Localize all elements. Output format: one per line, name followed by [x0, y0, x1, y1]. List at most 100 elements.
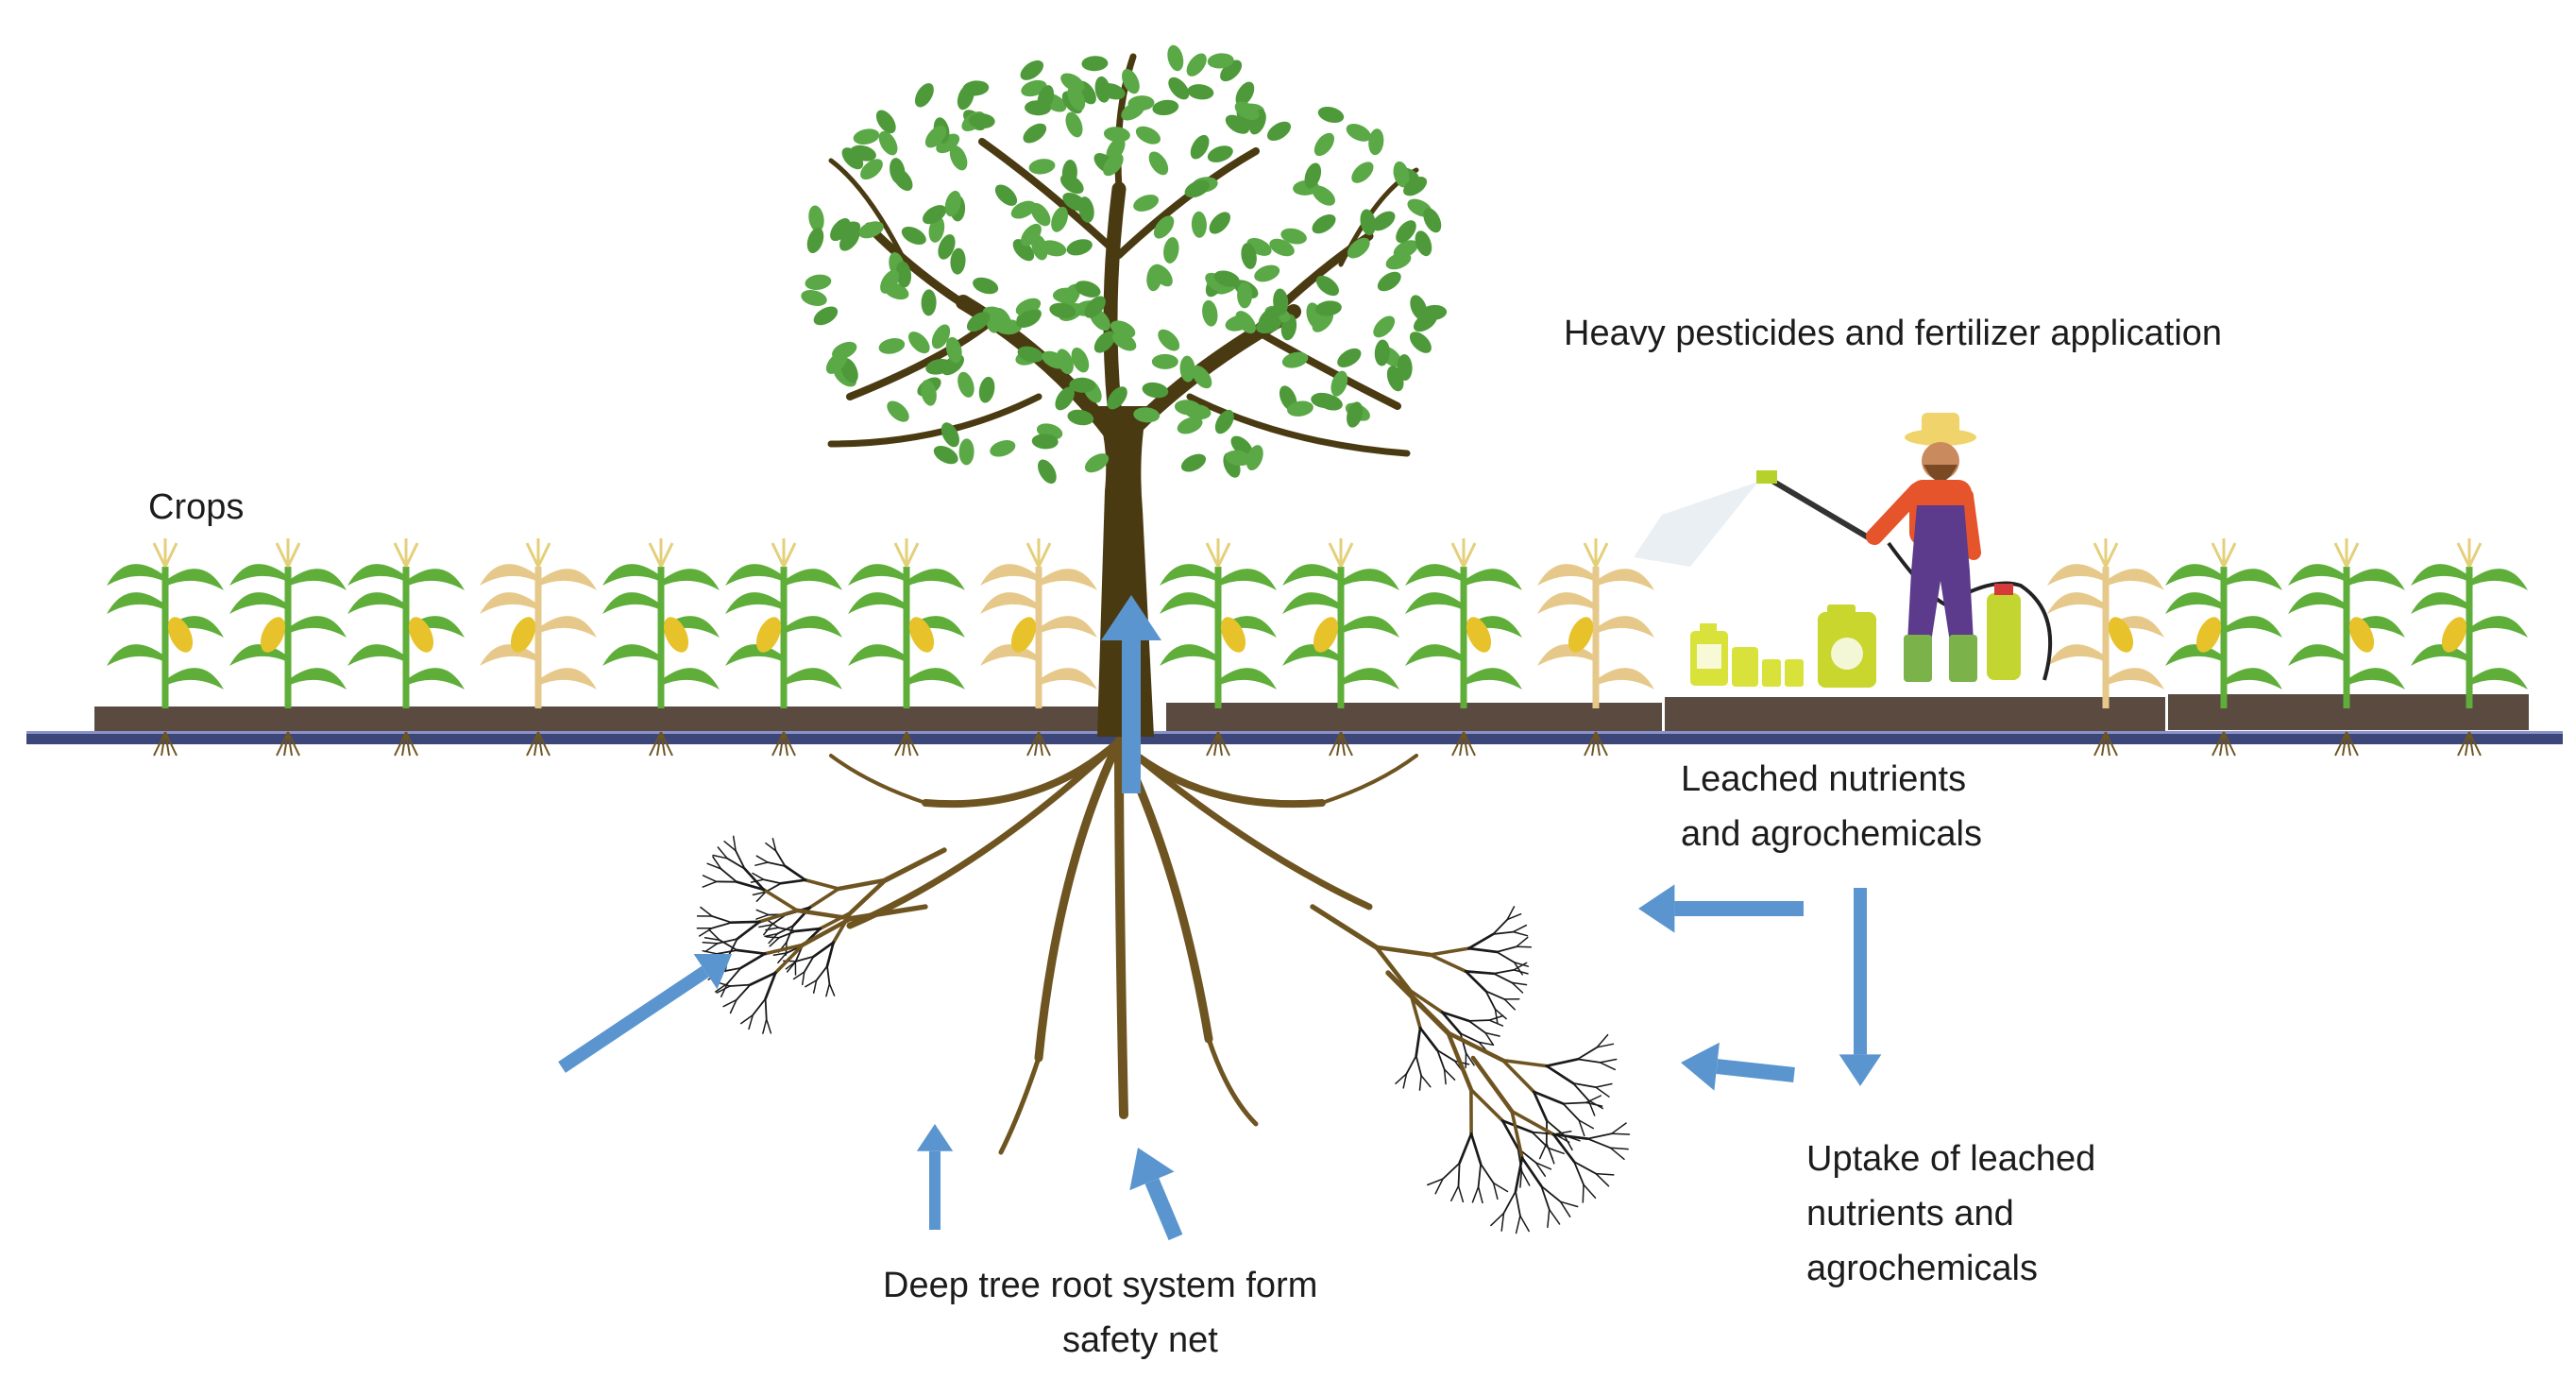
root-fine [1490, 1212, 1505, 1227]
root-fine [1586, 1132, 1613, 1140]
root-fine [773, 943, 805, 975]
tree-leaf [1317, 106, 1345, 124]
crop-root [1451, 731, 1465, 757]
flow-arrows [558, 595, 1882, 1241]
root-fine [1405, 1055, 1417, 1075]
crop-leaf [229, 644, 288, 666]
crop-leaf [1160, 592, 1218, 614]
tree-leaf [1158, 329, 1180, 351]
root-fine [1534, 1162, 1552, 1170]
root-fine [1562, 1101, 1587, 1105]
corn-cob [408, 617, 434, 653]
tree-leaf [1304, 162, 1322, 189]
root-fine [1516, 945, 1533, 948]
arrow-head [1638, 884, 1675, 933]
root-fine [1385, 970, 1451, 1036]
tree-leaf [1152, 99, 1179, 116]
label-safety-net: Deep tree root system form safety net [883, 1258, 1317, 1368]
flow-arrow-icon [1101, 595, 1161, 793]
crop-leaf [2288, 564, 2347, 586]
crop-root [2223, 731, 2236, 757]
crop-root [283, 731, 289, 757]
root-fine [1408, 988, 1444, 1014]
root-fine [700, 906, 713, 917]
crop-root [1336, 731, 1342, 757]
root-fine [1446, 1030, 1474, 1092]
root-fine [815, 965, 828, 981]
tree-leaf [1103, 127, 1130, 143]
root-fine [1418, 1074, 1422, 1091]
root-fine [757, 909, 799, 924]
tree-leaf [1207, 53, 1234, 69]
crop-plant [2165, 538, 2282, 757]
flow-arrow-icon [916, 1124, 954, 1230]
flow-arrow-icon [558, 954, 732, 1073]
crop-leaf [288, 668, 347, 690]
root-fine [726, 967, 742, 985]
tree-leaf [1067, 85, 1086, 111]
tree-leaf [1028, 159, 1056, 175]
tree-leaf [1312, 185, 1335, 206]
tree-leaf [1067, 409, 1094, 426]
crop-leaf [2411, 592, 2469, 614]
root-fine [765, 1018, 772, 1034]
corn-cob [1220, 617, 1246, 653]
tree-leaf [1153, 215, 1175, 239]
crop-root [537, 731, 543, 757]
crop-leaf [2469, 616, 2528, 638]
root-fine [1596, 1043, 1615, 1048]
tree-leaf [1237, 281, 1253, 309]
crop-plant [480, 538, 597, 757]
tree-leaf [950, 247, 966, 275]
spray-mist [1634, 482, 1758, 567]
root-fine [1428, 946, 1471, 957]
crop-plant [602, 538, 720, 757]
crop-root [164, 731, 170, 757]
tree-leaf [878, 130, 898, 156]
crop-leaf [2047, 564, 2106, 586]
farmer-boot-right [1949, 635, 1977, 682]
root-fine [1563, 1134, 1573, 1151]
root-fine [794, 908, 854, 921]
tree-leaf [1093, 331, 1116, 353]
root-fine [723, 841, 737, 852]
crop-root [1463, 731, 1476, 757]
container-1-cap [1700, 623, 1717, 633]
crop-leaf [2106, 569, 2164, 590]
corn-cob [663, 617, 689, 653]
root-fine [882, 847, 947, 883]
container-2 [1732, 647, 1758, 687]
flow-arrow-icon [1839, 888, 1882, 1086]
root-fine [758, 924, 772, 928]
root-fine [1418, 1026, 1439, 1052]
tree-leaf [1360, 209, 1376, 236]
root-fine [743, 867, 766, 892]
root-fine [805, 979, 818, 988]
crop-leaf [1537, 564, 1596, 586]
crop-root [537, 731, 551, 757]
root-fine [1470, 1055, 1515, 1114]
tree-root-system [696, 737, 1631, 1234]
tree-leaf [1180, 453, 1207, 472]
root-fine [755, 891, 767, 902]
crop-root [1206, 731, 1219, 757]
container-jerrycan-handle [1827, 604, 1856, 616]
tree-leaf [1287, 400, 1313, 417]
root-main [1320, 754, 1418, 805]
root-fine [1519, 1169, 1523, 1188]
root-main [846, 738, 1123, 929]
root-fine [1428, 953, 1467, 974]
tree-leaf [925, 358, 952, 375]
tree-leaf [1037, 85, 1055, 111]
tree-leaf [1234, 101, 1260, 121]
tree-leaf [1051, 206, 1069, 232]
crop-tassel [2093, 538, 2119, 568]
crop-tassel [1205, 538, 1231, 568]
root-fine [720, 868, 737, 883]
root-fine [762, 1018, 768, 1034]
label-safety-net-line-2: safety net [1062, 1320, 1218, 1360]
root-fine [1488, 1014, 1504, 1021]
crop-root [1340, 731, 1346, 757]
root-fine [768, 932, 779, 945]
